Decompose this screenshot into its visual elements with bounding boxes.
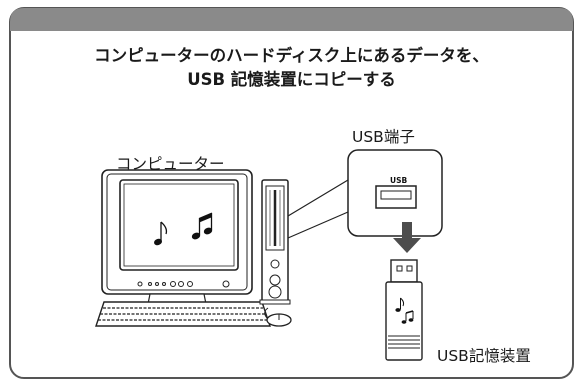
computer-label: コンピューター (116, 155, 225, 173)
frame-banner (10, 8, 573, 30)
music-note-icon (154, 212, 213, 246)
usb-port-small-label: USB (390, 176, 408, 185)
usb-port-icon (347, 149, 443, 237)
usb-stick-icon (385, 259, 423, 361)
title-line-1: コンピューターのハードディスク上にあるデータを、 (94, 46, 489, 65)
keyboard-icon (95, 301, 271, 327)
usb-device-label: USB記憶装置 (437, 347, 531, 365)
computer-monitor-icon (101, 169, 253, 313)
mouse-icon (264, 307, 292, 327)
down-arrow-icon (393, 222, 421, 253)
title-line-2: USB 記憶装置にコピーする (187, 70, 396, 89)
usb-port-label: USB端子 (352, 128, 415, 146)
tower-icon (259, 179, 291, 305)
